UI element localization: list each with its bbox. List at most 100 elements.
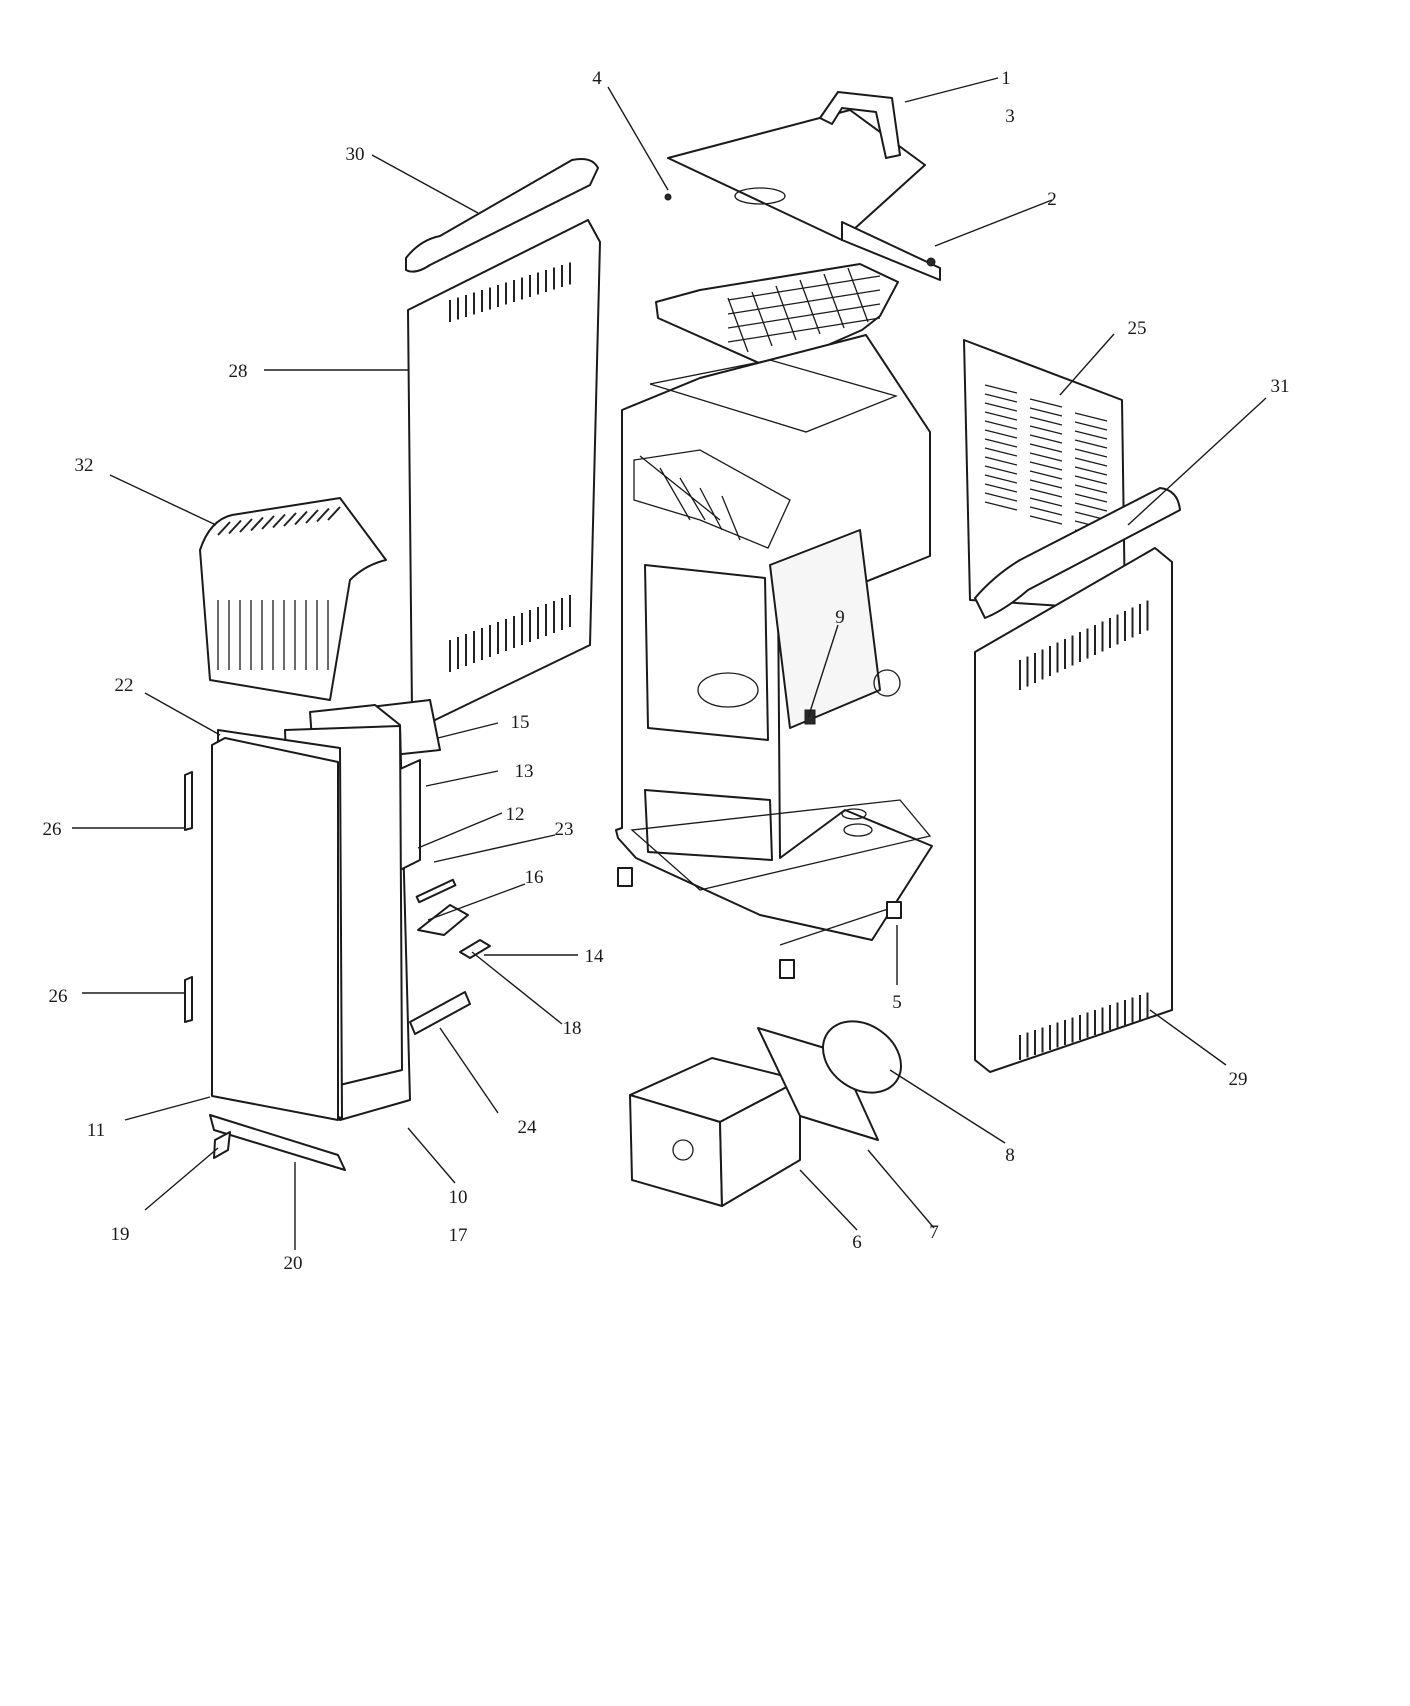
top-grille-part bbox=[655, 263, 899, 376]
stove-body-part bbox=[615, 334, 933, 946]
detail-line bbox=[228, 519, 242, 535]
detail-line bbox=[1074, 475, 1108, 485]
detail-line bbox=[727, 297, 749, 353]
detail-line bbox=[984, 465, 1018, 475]
detail-line bbox=[727, 303, 881, 329]
feet-part bbox=[617, 867, 902, 979]
detail-line bbox=[847, 267, 869, 323]
detail-line bbox=[1029, 515, 1063, 525]
detail-line bbox=[984, 393, 1018, 403]
front-grille-part bbox=[199, 497, 387, 701]
callout-2: 2 bbox=[1047, 189, 1057, 210]
detail-line bbox=[984, 501, 1018, 511]
callout-8: 8 bbox=[1005, 1145, 1015, 1166]
detail-line bbox=[1074, 466, 1108, 476]
callout-20: 20 bbox=[284, 1253, 303, 1274]
detail-line bbox=[327, 506, 341, 521]
detail-line bbox=[1029, 479, 1063, 489]
door-assembly-part bbox=[184, 699, 491, 1171]
callout-30: 30 bbox=[346, 144, 365, 165]
detail-line bbox=[1029, 398, 1063, 408]
callout-16: 16 bbox=[525, 867, 544, 888]
top-plate-part bbox=[664, 91, 941, 281]
detail-line bbox=[1029, 452, 1063, 462]
leader-lines bbox=[72, 77, 1267, 1250]
detail-line bbox=[250, 516, 264, 532]
callout-4: 4 bbox=[592, 68, 602, 89]
detail-line bbox=[984, 438, 1018, 448]
detail-line bbox=[1074, 493, 1108, 503]
callout-26-upper: 26 bbox=[43, 819, 62, 840]
callout-9: 9 bbox=[835, 607, 845, 628]
callout-14: 14 bbox=[585, 946, 605, 967]
detail-line bbox=[283, 512, 297, 527]
detail-line bbox=[239, 518, 253, 533]
detail-line bbox=[823, 273, 845, 329]
detail-line bbox=[217, 521, 231, 536]
detail-line bbox=[751, 291, 773, 347]
detail-line bbox=[727, 317, 881, 343]
callout-15: 15 bbox=[511, 712, 530, 733]
detail-line bbox=[1029, 488, 1063, 498]
detail-line bbox=[1029, 407, 1063, 417]
ash-drawer-part bbox=[629, 1020, 902, 1207]
left-side-panel-part bbox=[407, 219, 601, 721]
detail-line bbox=[1029, 461, 1063, 471]
detail-line bbox=[984, 456, 1018, 466]
right-side-panel-part bbox=[974, 547, 1173, 1073]
callout-24: 24 bbox=[518, 1117, 538, 1138]
detail-line bbox=[984, 402, 1018, 412]
callout-5: 5 bbox=[892, 992, 902, 1013]
callout-32: 32 bbox=[75, 455, 94, 476]
detail-line bbox=[305, 509, 319, 524]
detail-line bbox=[272, 513, 286, 529]
callout-23: 23 bbox=[555, 819, 574, 840]
callout-26-lower: 26 bbox=[49, 986, 68, 1007]
detail-line bbox=[1029, 425, 1063, 435]
callout-6: 6 bbox=[852, 1232, 862, 1253]
callout-13: 13 bbox=[515, 761, 534, 782]
detail-line bbox=[1074, 412, 1108, 422]
callout-28: 28 bbox=[229, 361, 248, 382]
detail-line bbox=[1074, 430, 1108, 440]
detail-line bbox=[727, 275, 881, 301]
detail-line bbox=[799, 279, 821, 335]
detail-line bbox=[1074, 421, 1108, 431]
detail-line bbox=[984, 474, 1018, 484]
detail-line bbox=[1029, 434, 1063, 444]
detail-line bbox=[1074, 484, 1108, 494]
detail-line bbox=[316, 507, 330, 523]
detail-line bbox=[984, 411, 1018, 421]
detail-line bbox=[1074, 457, 1108, 467]
detail-line bbox=[775, 285, 797, 341]
detail-line bbox=[1029, 443, 1063, 453]
detail-line bbox=[294, 510, 308, 526]
detail-line bbox=[1074, 448, 1108, 458]
callout-7: 7 bbox=[929, 1222, 939, 1243]
callout-labels: 1 2 3 4 5 6 7 8 9 10 11 12 13 14 15 16 1… bbox=[43, 68, 1290, 1274]
detail-line bbox=[1074, 502, 1108, 512]
callout-11: 11 bbox=[87, 1120, 105, 1141]
detail-line bbox=[727, 289, 881, 315]
detail-line bbox=[984, 483, 1018, 493]
callout-25: 25 bbox=[1128, 318, 1147, 339]
detail-line bbox=[984, 420, 1018, 430]
detail-line bbox=[984, 492, 1018, 502]
callout-17: 17 bbox=[449, 1225, 468, 1246]
detail-line bbox=[261, 515, 275, 530]
detail-line bbox=[1029, 497, 1063, 507]
callout-19: 19 bbox=[111, 1224, 130, 1245]
callout-3: 3 bbox=[1005, 106, 1015, 127]
callout-31: 31 bbox=[1271, 376, 1290, 397]
detail-line bbox=[1074, 439, 1108, 449]
callout-12: 12 bbox=[506, 804, 525, 825]
callout-1: 1 bbox=[1001, 68, 1011, 89]
callout-29: 29 bbox=[1229, 1069, 1248, 1090]
callout-10: 10 bbox=[449, 1187, 468, 1208]
detail-line bbox=[984, 429, 1018, 439]
detail-line bbox=[984, 384, 1018, 394]
top-cap-part bbox=[974, 487, 1181, 619]
detail-line bbox=[984, 447, 1018, 457]
top-rail-part bbox=[405, 158, 599, 273]
